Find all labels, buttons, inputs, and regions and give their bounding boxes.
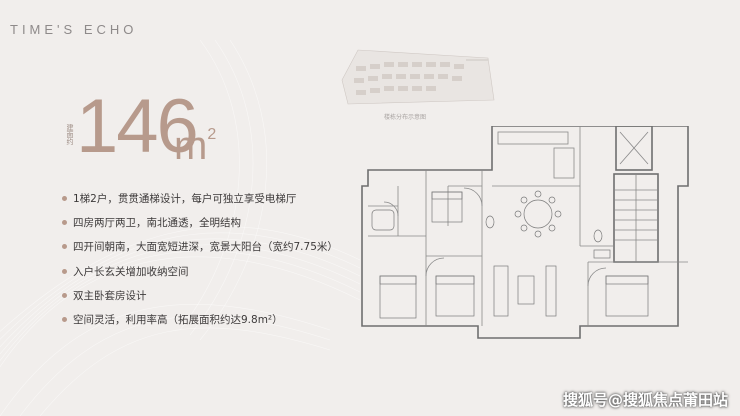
feature-item: 入户长玄关增加收纳空间: [62, 259, 362, 283]
feature-item: 1梯2户，贯贯通梯设计，每户可独立享受电梯厅: [62, 186, 362, 210]
floor-plan: [361, 126, 689, 339]
feature-list: 1梯2户，贯贯通梯设计，每户可独立享受电梯厅 四房两厅两卫，南北通透，全明结构 …: [62, 186, 362, 332]
bullet-icon: [62, 195, 67, 201]
area-value: 146: [76, 84, 199, 169]
area-label: 建面约: [66, 124, 74, 145]
area-unit-superscript: 2: [207, 126, 217, 143]
feature-item: 双主卧套房设计: [62, 283, 362, 307]
bullet-icon: [62, 317, 67, 323]
bullet-icon: [62, 292, 67, 298]
bullet-icon: [62, 244, 67, 250]
feature-item: 四开间朝南，大面宽短进深，宽景大阳台（宽约7.75米）: [62, 235, 362, 259]
feature-item: 四房两厅两卫，南北通透，全明结构: [62, 210, 362, 234]
feature-item: 空间灵活，利用率高（拓展面积约达9.8m²）: [62, 307, 362, 331]
bullet-icon: [62, 268, 67, 274]
area-unit: m2: [174, 124, 217, 168]
site-plan-map: [341, 49, 495, 105]
watermark: 搜狐号@搜狐焦点莆田站: [562, 391, 728, 409]
site-plan-caption: 楼栋分布示意图: [384, 114, 427, 121]
brand-title: TIME'S ECHO: [10, 22, 138, 37]
bullet-icon: [62, 219, 67, 225]
